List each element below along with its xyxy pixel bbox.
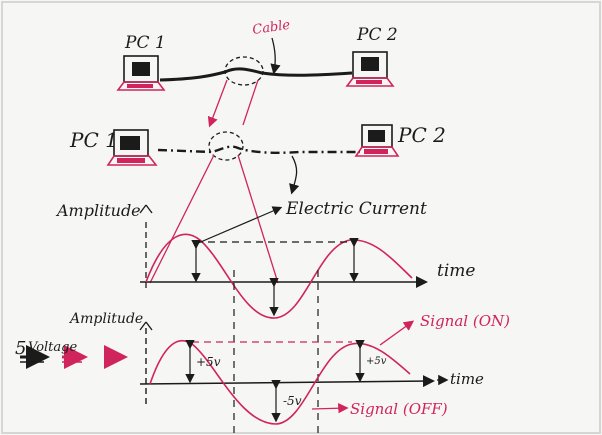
- voltage-prefix-label: 5: [15, 338, 26, 359]
- top-wave: [145, 233, 413, 319]
- zoom-line-left: [207, 79, 228, 128]
- zoom-wave-left: [149, 154, 215, 284]
- plus-5v-right-label: +5v: [366, 356, 387, 367]
- signal-off-label: Signal (OFF): [350, 400, 448, 418]
- minus-5v-label: -5v: [283, 394, 302, 408]
- voltage-label: Voltage: [28, 340, 77, 355]
- cable-label: Cable: [251, 18, 291, 38]
- current-pointer-arrow: [289, 155, 300, 195]
- amplitude-bottom-label: Amplitude: [68, 311, 143, 327]
- laptop-pc1-top: [116, 55, 166, 91]
- time-bottom-label: time: [450, 370, 484, 388]
- current-label-arrow: [195, 206, 283, 245]
- cable-line: [159, 67, 353, 82]
- signal-on-arrow: [379, 320, 415, 346]
- pc2-top-label: PC 2: [356, 25, 398, 45]
- zoom-circle-top: [224, 56, 264, 86]
- laptop-pc2-top: [345, 51, 395, 87]
- signal-on-label: Signal (ON): [420, 312, 510, 330]
- voltage-input-arrows: [20, 345, 128, 369]
- pc2-mid-label: PC 2: [397, 123, 446, 147]
- plus-5v-left-label: +5v: [196, 355, 221, 369]
- amplitude-top-label: Amplitude: [55, 201, 141, 220]
- bottom-x-axis: [139, 375, 435, 388]
- zoom-wave-right: [237, 154, 279, 284]
- cable-pointer-arrow: [270, 37, 281, 75]
- signal-off-arrow: [311, 403, 349, 414]
- time-top-label: time: [437, 261, 475, 281]
- zoom-line-right: [242, 79, 259, 126]
- electric-current-label: Electric Current: [285, 199, 427, 219]
- pc1-top-label: PC 1: [124, 33, 166, 53]
- current-line: [157, 145, 360, 154]
- laptop-pc1-mid: [106, 129, 158, 166]
- pc1-mid-label: PC 1: [69, 128, 118, 152]
- laptop-pc2-mid: [354, 124, 400, 157]
- zoom-circle-mid: [208, 131, 244, 161]
